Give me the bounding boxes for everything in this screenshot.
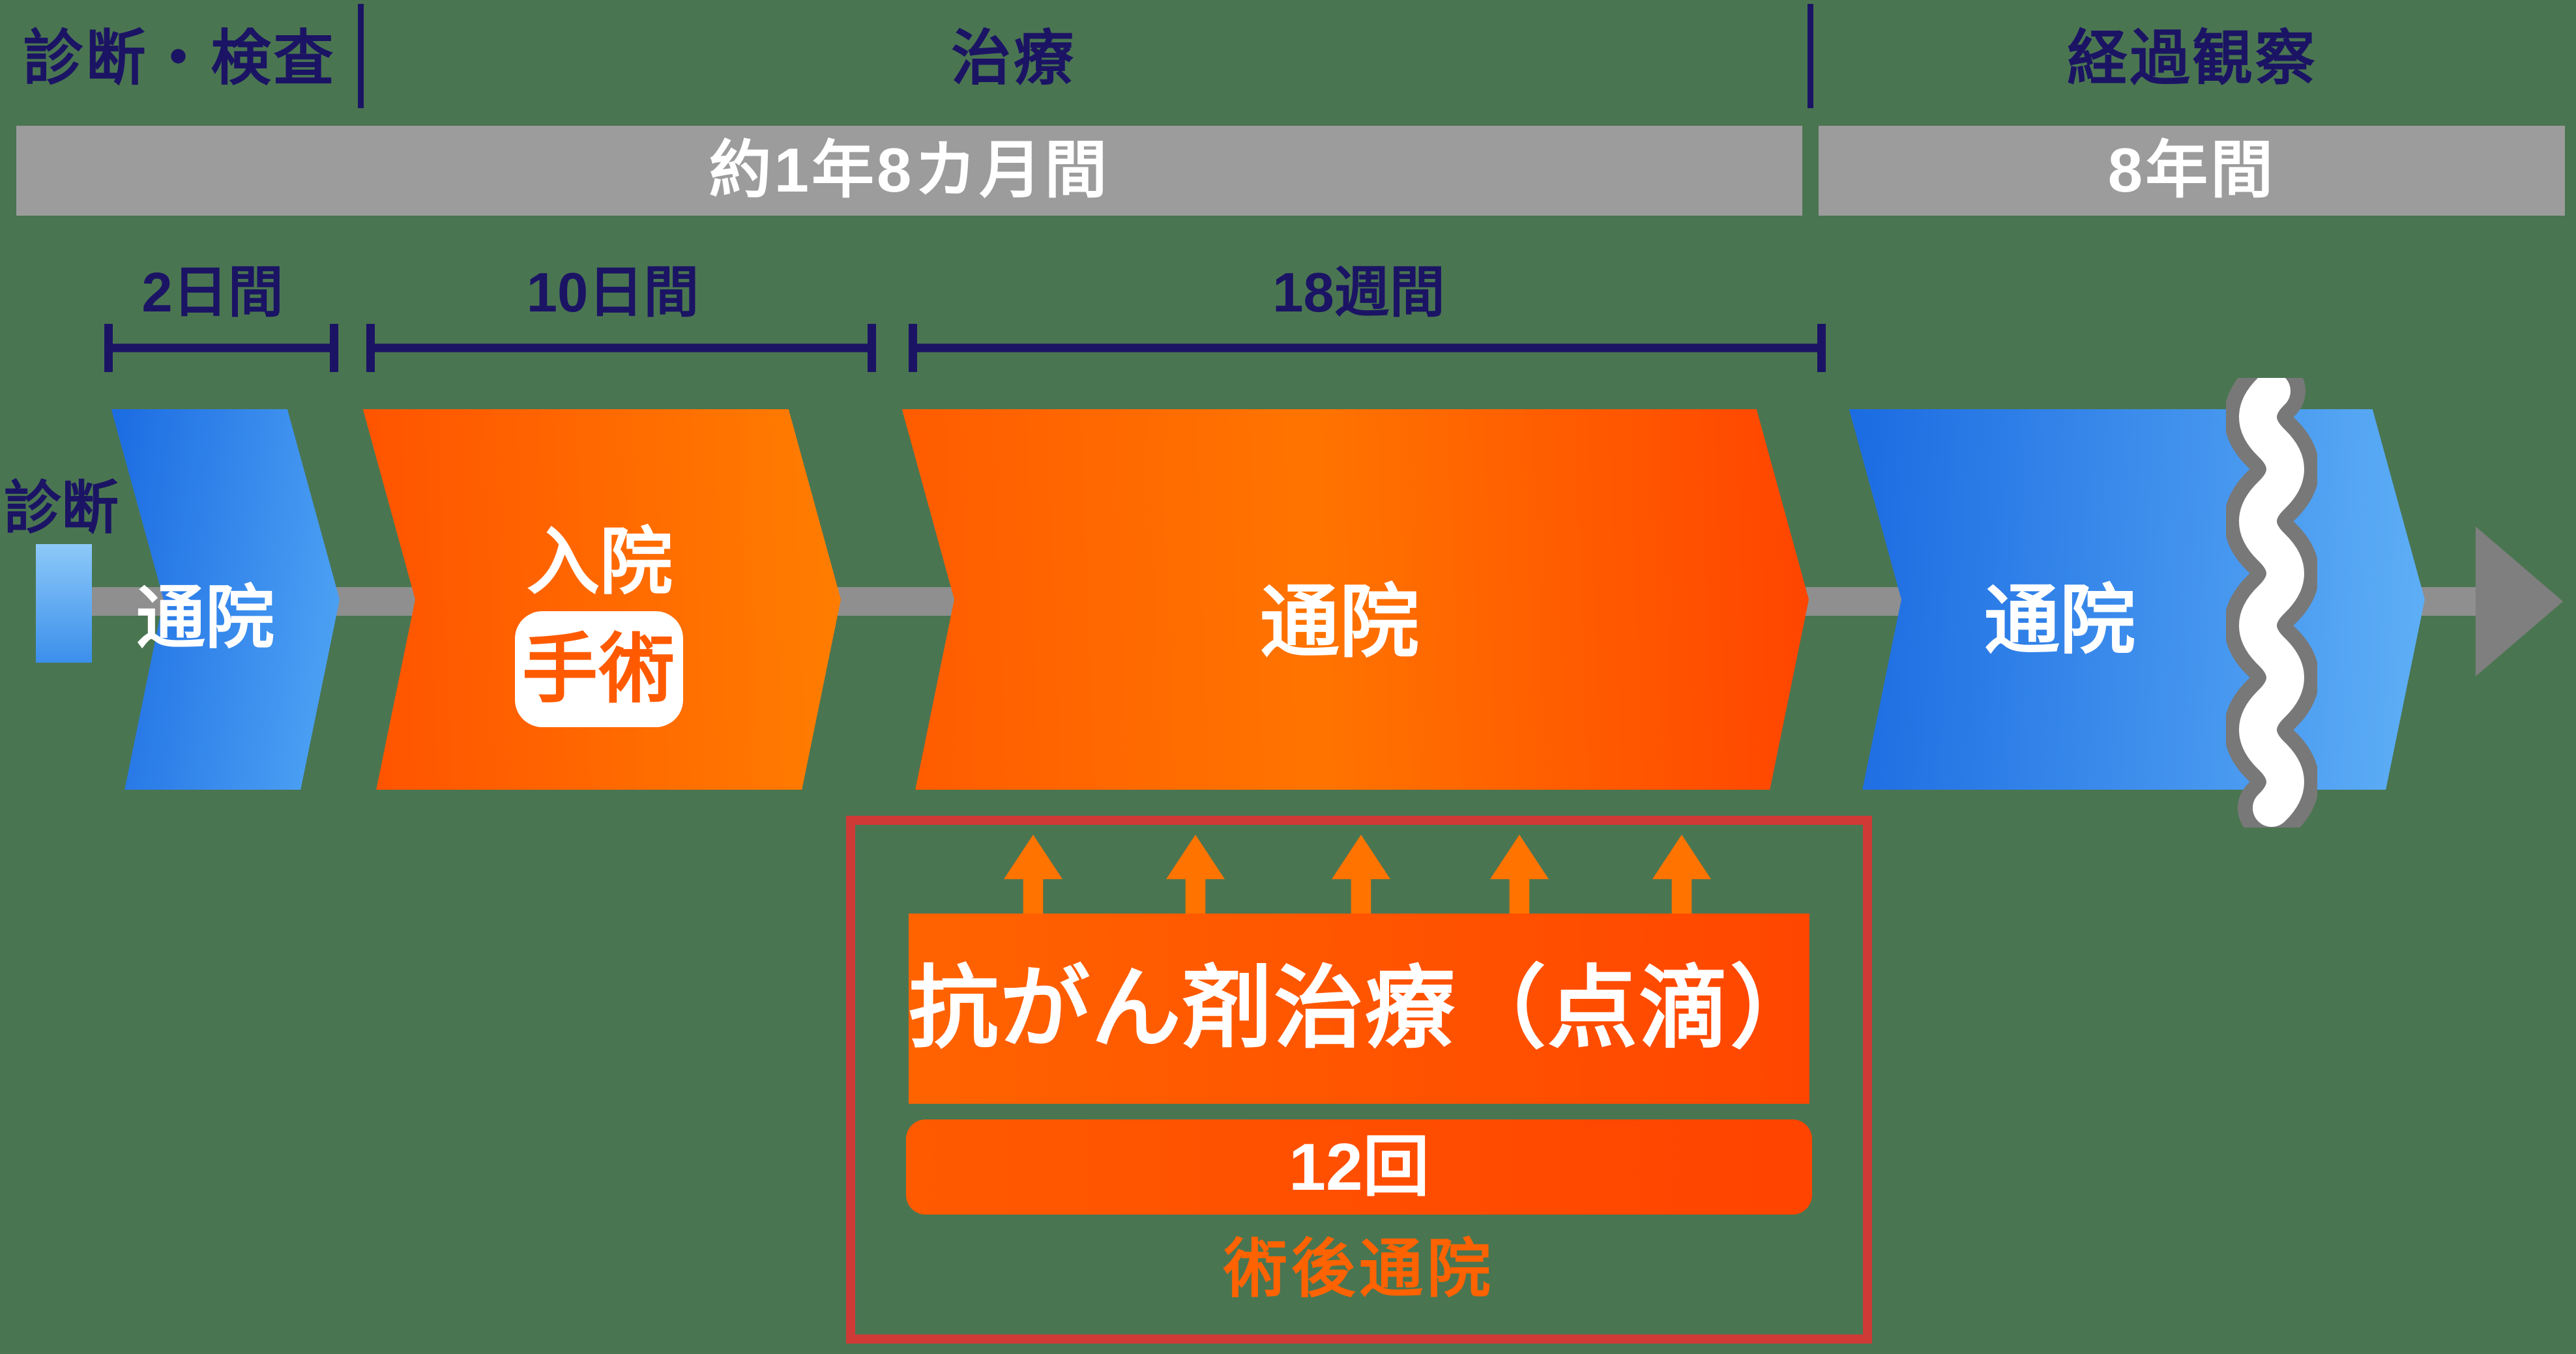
phase-label-treatment: 治療: [950, 25, 1076, 92]
chevron-label-outpatient-2: 通院: [1260, 578, 1419, 667]
surgery-badge: 手術: [515, 611, 683, 727]
bracket-18weeks: [909, 324, 1826, 372]
chemo-count-bar: 12回: [906, 1119, 1812, 1215]
time-break-wavy-icon: [2226, 378, 2317, 828]
duration-bar-treatment: 約1年8カ月間: [16, 126, 1802, 216]
chevron-label-outpatient-1: 通院: [136, 580, 274, 657]
postop-visit-label: 術後通院: [1223, 1233, 1495, 1304]
chevron-label-outpatient-3: 通院: [1984, 578, 2135, 663]
bracket-label-10days: 10日間: [526, 262, 699, 324]
phase-separator-line: [1808, 4, 1813, 108]
chevron-outpatient-followup: [1849, 409, 2431, 790]
phase-label-followup: 経過観察: [2067, 25, 2318, 92]
diagnosis-marker: [36, 544, 92, 663]
bracket-10days: [366, 324, 876, 372]
chevron-label-hospitalization: 入院: [527, 521, 673, 603]
timeline-arrowhead-icon: [2476, 526, 2563, 676]
phase-label-diagnosis: 診断・検査: [23, 25, 336, 92]
diagnosis-start-label: 診断: [4, 476, 119, 540]
bracket-label-2days: 2日間: [141, 262, 284, 324]
bracket-label-18weeks: 18週間: [1272, 262, 1445, 324]
chemo-treatment-bar: 抗がん剤治療（点滴）: [909, 914, 1820, 1104]
postop-treatment-box: [846, 816, 1872, 1344]
duration-bar-followup: 8年間: [1819, 126, 2565, 216]
bracket-2days: [104, 324, 338, 372]
phase-separator-line: [358, 4, 364, 108]
